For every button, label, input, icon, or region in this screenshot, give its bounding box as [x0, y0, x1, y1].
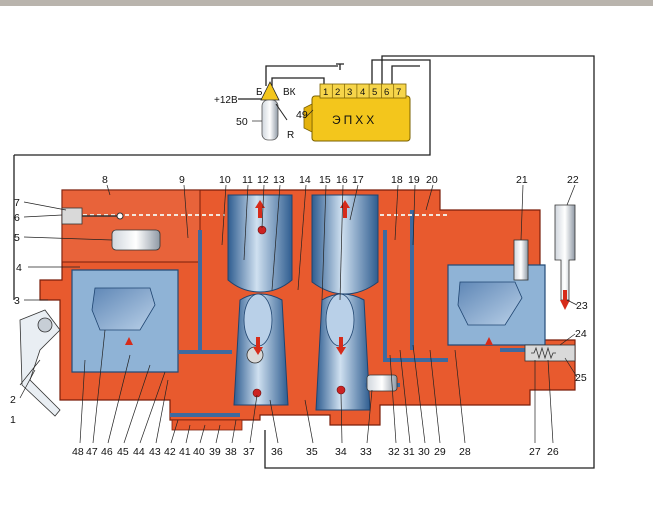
callout-17: 17: [352, 174, 364, 186]
callout-46: 46: [101, 446, 113, 458]
fuel-inlet-fitting-icon: [554, 204, 576, 301]
microswitch-cap-icon: [260, 81, 280, 101]
callout-9: 9: [179, 174, 185, 186]
wire-ecu-7: [391, 65, 420, 86]
ecu-pin-separators: [331, 84, 395, 98]
ecu-left-tab: [303, 103, 313, 133]
ecu-pin-4: 4: [360, 87, 365, 98]
callout-36: 36: [271, 446, 283, 458]
right-float-icon: [457, 281, 523, 326]
callout-49: 49: [296, 109, 308, 121]
left-float-icon: [91, 287, 156, 331]
wire-b: [265, 65, 338, 86]
callout-30: 30: [418, 446, 430, 458]
secondary-throttle-icon: [336, 385, 346, 395]
air-inlet-arrow-icon: [255, 200, 265, 218]
mixture-arrow-icon: [253, 337, 263, 355]
callout-26: 26: [547, 446, 559, 458]
idle-solenoid-valve-icon: [111, 229, 161, 251]
choke-housing: [61, 189, 201, 263]
fuel-flow-arrow-icon: [560, 290, 570, 310]
callout-19: 19: [408, 174, 420, 186]
terminal-vk-label: ВК: [283, 87, 296, 98]
needle-valve-icon: [513, 239, 529, 281]
callout-43: 43: [149, 446, 161, 458]
callout-44: 44: [133, 446, 145, 458]
ecu-pin-1: 1: [323, 87, 328, 98]
leader-lines: [19, 109, 578, 444]
callout-numbers: 1 2 3 4 5 6 7 8 9 10 11 12 13 14 15 16 1…: [10, 109, 588, 458]
main-jet-block-icon: [171, 419, 243, 431]
callout-16: 16: [336, 174, 348, 186]
fuel-arrow-icon-2: [485, 337, 493, 345]
ecu-pin-2: 2: [335, 87, 340, 98]
callout-32: 32: [388, 446, 400, 458]
callout-33: 33: [360, 446, 372, 458]
wire-vk: [271, 77, 325, 86]
callout-8: 8: [102, 174, 108, 186]
top-border-strip: [0, 0, 653, 6]
terminal-r-label: R: [287, 130, 294, 141]
callout-37: 37: [243, 446, 255, 458]
callout-45: 45: [117, 446, 129, 458]
callout-35: 35: [306, 446, 318, 458]
ecu-pin-7: 7: [396, 87, 401, 98]
callout-1: 1: [10, 414, 16, 426]
primary-air-horn: [227, 194, 293, 293]
wire-ecu-5: [14, 59, 431, 156]
callout-42: 42: [164, 446, 176, 458]
callout-50: 50: [236, 116, 248, 128]
callout-5: 5: [14, 232, 20, 244]
callout-40: 40: [193, 446, 205, 458]
electrical-circuit: 1 2 3 4 5 6 7 ЭПХХ +12В Б ВК R: [13, 55, 595, 469]
callout-10: 10: [219, 174, 231, 186]
callout-27: 27: [529, 446, 541, 458]
callout-31: 31: [403, 446, 415, 458]
callout-4: 4: [16, 262, 22, 274]
throttle-lever-icon: [19, 309, 61, 417]
callout-13: 13: [273, 174, 285, 186]
callout-2: 2: [10, 394, 16, 406]
callout-21: 21: [516, 174, 528, 186]
supply-label: +12В: [214, 95, 238, 106]
ecu-pin-5: 5: [372, 87, 377, 98]
callout-15: 15: [319, 174, 331, 186]
ecu-pin-6: 6: [384, 87, 389, 98]
callout-22: 22: [567, 174, 579, 186]
callout-28: 28: [459, 446, 471, 458]
callout-29: 29: [434, 446, 446, 458]
callout-48: 48: [72, 446, 84, 458]
wire-ground-mark: [336, 63, 344, 70]
carburetor-body: [19, 189, 576, 431]
callout-24: 24: [575, 328, 587, 340]
callout-3: 3: [14, 295, 20, 307]
callout-6: 6: [14, 212, 20, 224]
choke-lever-icon: [61, 207, 124, 225]
fuel-arrow-icon: [125, 337, 133, 345]
callout-23: 23: [576, 300, 588, 312]
callout-14: 14: [299, 174, 311, 186]
ecu-label: ЭПХХ: [332, 113, 377, 127]
microswitch-body-icon: [261, 99, 279, 141]
ecu-connector: [319, 83, 407, 99]
economizer-valve-icon: [524, 344, 576, 362]
callout-25: 25: [575, 372, 587, 384]
callout-34: 34: [335, 446, 347, 458]
callout-12: 12: [257, 174, 269, 186]
terminal-b-label: Б: [256, 87, 263, 98]
callout-39: 39: [209, 446, 221, 458]
callout-41: 41: [179, 446, 191, 458]
callout-38: 38: [225, 446, 237, 458]
callout-47: 47: [86, 446, 98, 458]
secondary-actuator-icon: [366, 374, 398, 392]
callout-7: 7: [14, 197, 20, 209]
mixture-arrow-icon-2: [336, 337, 346, 355]
microswitch-lead: [275, 103, 288, 121]
ecu-pin-3: 3: [347, 87, 352, 98]
callout-11: 11: [242, 174, 253, 186]
callout-18: 18: [391, 174, 403, 186]
wire-ecu-6: [264, 55, 595, 469]
callout-20: 20: [426, 174, 438, 186]
